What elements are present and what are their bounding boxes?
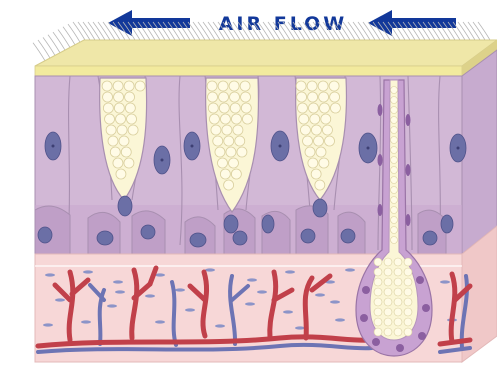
left-arrow-icon (368, 10, 456, 36)
mucus-layer (35, 40, 497, 76)
air-flow-label: AIR FLOW (219, 13, 348, 35)
